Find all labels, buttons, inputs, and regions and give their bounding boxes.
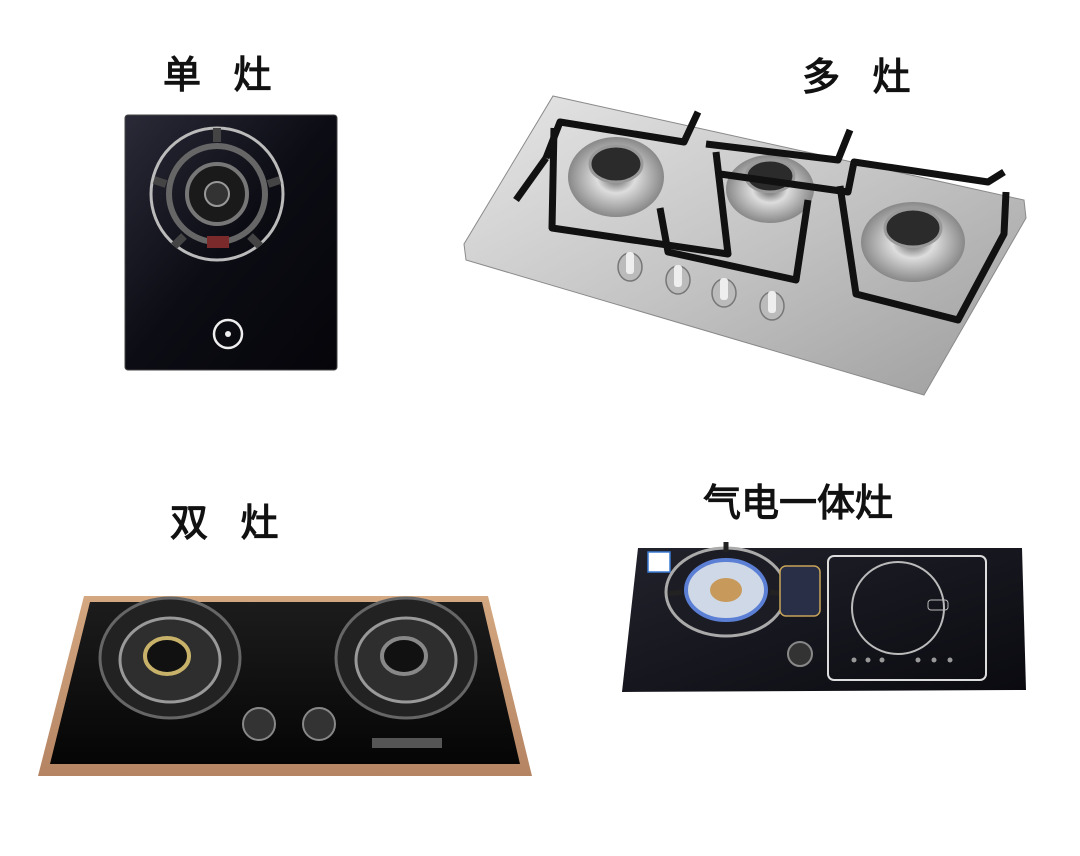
multi-burner-stove-image xyxy=(458,82,1032,402)
double-burner-stove-image xyxy=(34,578,536,788)
single-burner-stove-image xyxy=(120,112,342,374)
label-multi-burner: 多 灶 xyxy=(802,55,913,99)
gas-electric-hob-image xyxy=(618,540,1028,700)
label-single-burner: 单 灶 xyxy=(163,53,274,97)
label-double-burner: 双 灶 xyxy=(170,501,281,545)
label-gas-electric-hob: 气电一体灶 xyxy=(703,481,894,525)
